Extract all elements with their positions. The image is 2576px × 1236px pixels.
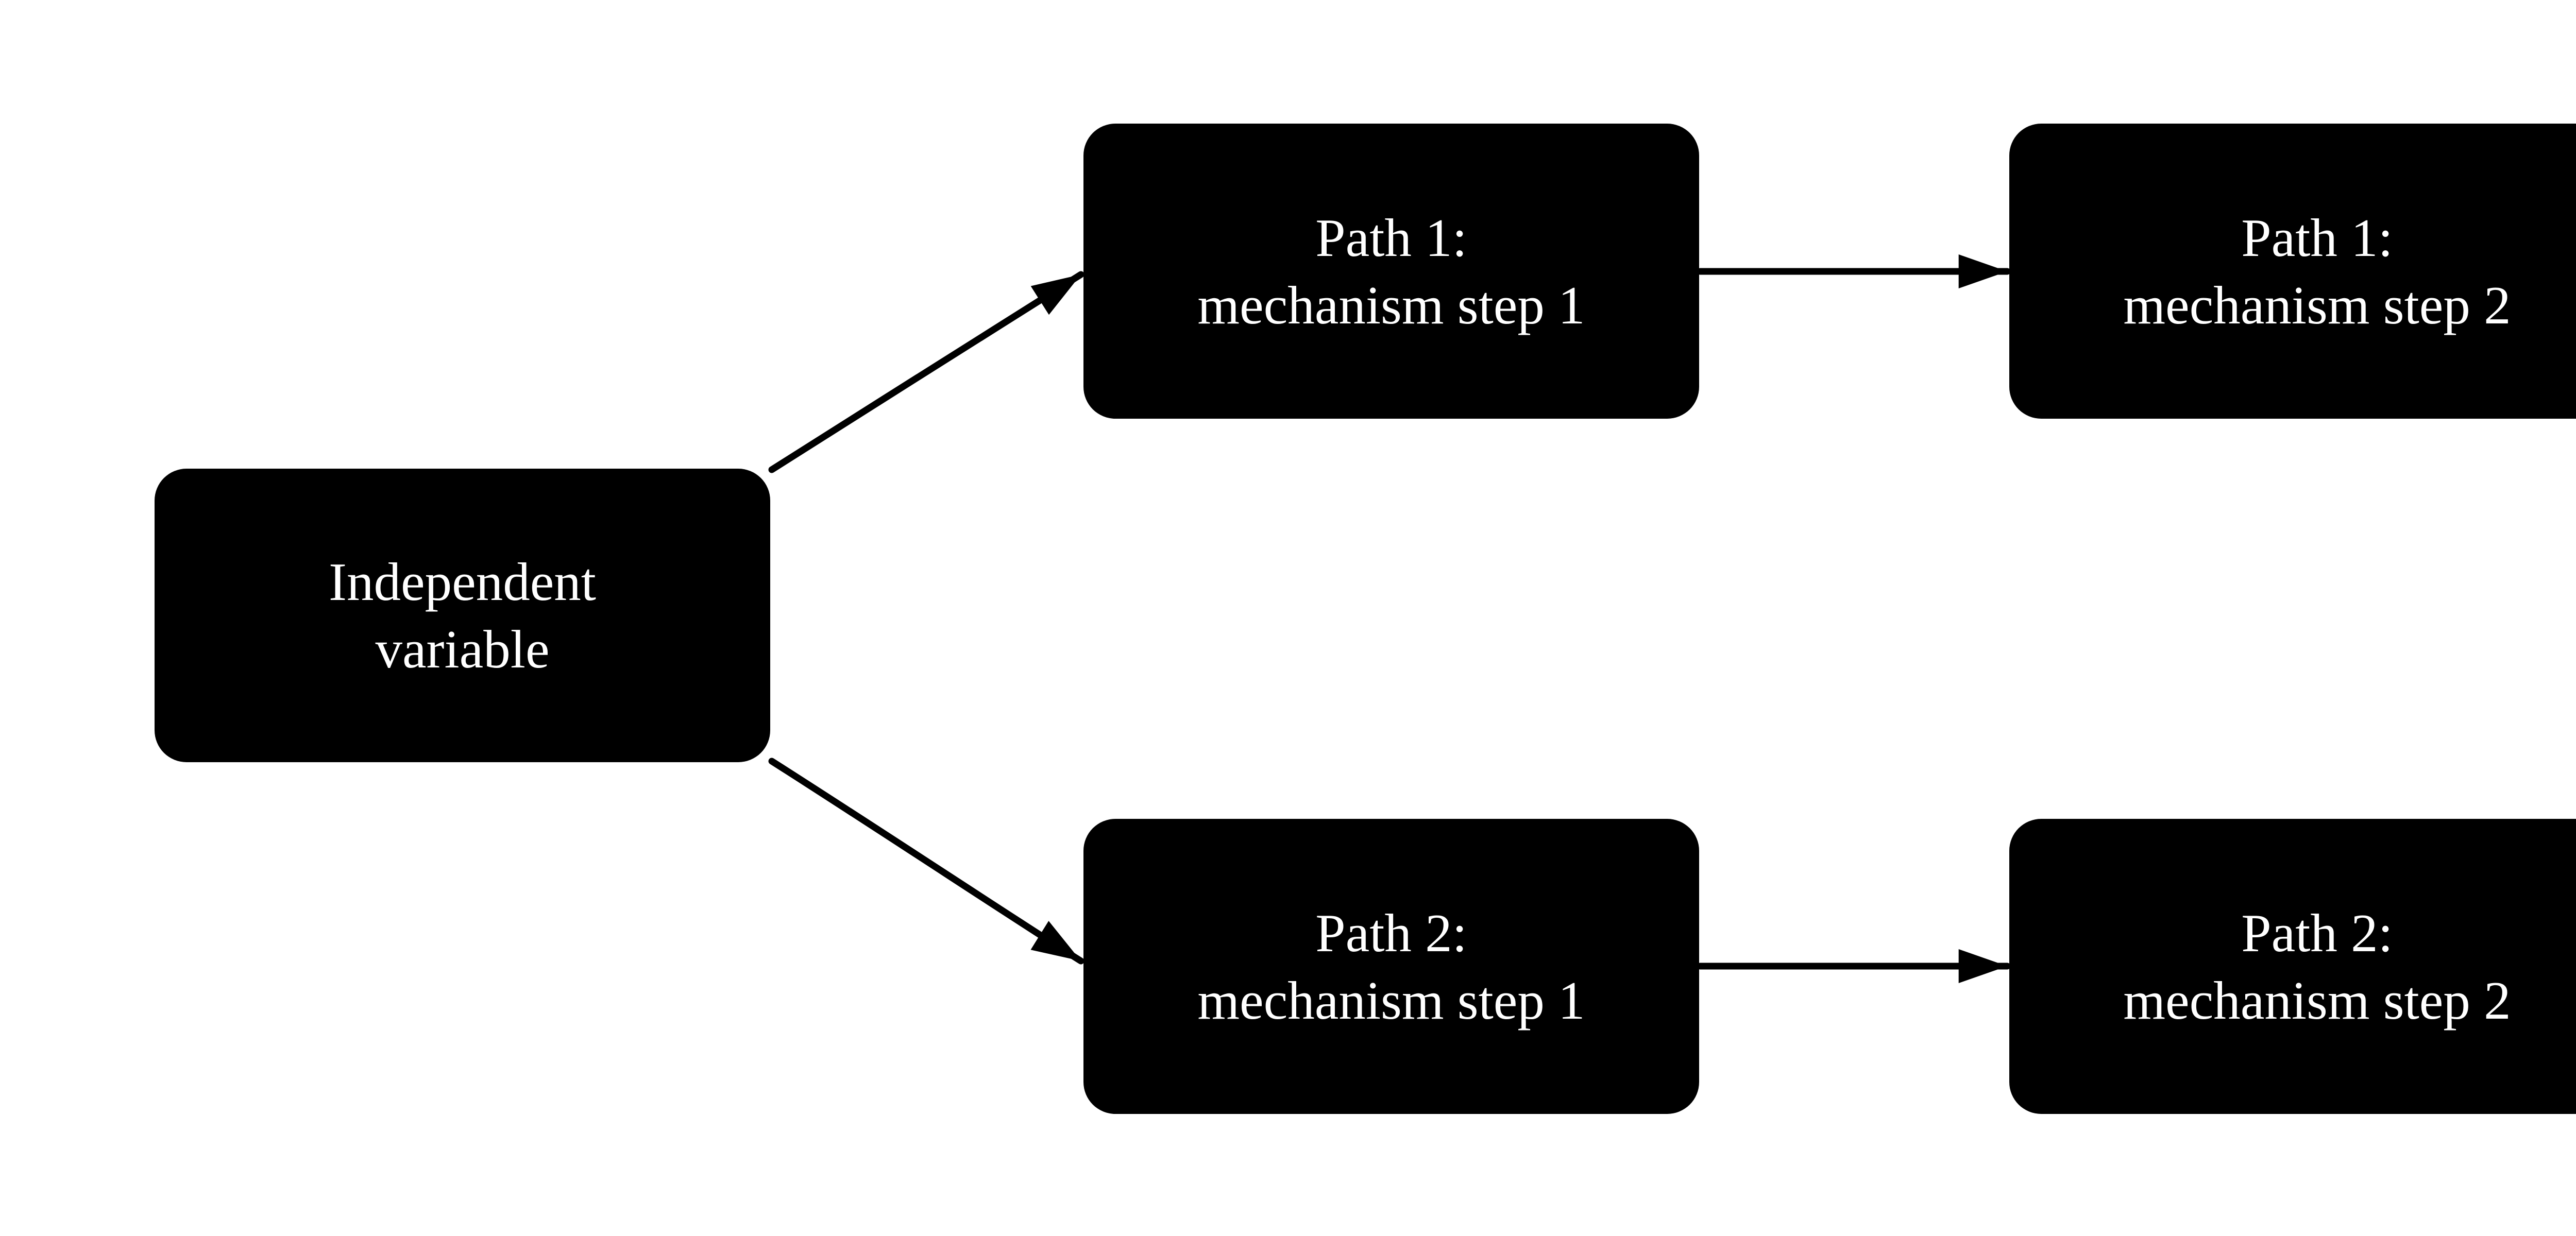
node-path2-step1: Path 2: mechanism step 1 <box>1083 819 1699 1114</box>
edge-independent-to-path2-step1 <box>768 758 1084 965</box>
edge-independent-to-path1-step1 <box>768 271 1084 473</box>
node-path1-step1: Path 1: mechanism step 1 <box>1083 124 1699 419</box>
node-label-line: Path 1: <box>1315 207 1467 268</box>
node-path1-step2: Path 1: mechanism step 2 <box>2009 124 2576 419</box>
node-label-line: mechanism step 2 <box>2123 970 2511 1031</box>
node-label-line: Independent <box>329 552 596 612</box>
node-independent-variable: Independent variable <box>155 469 770 762</box>
node-label-line: Path 1: <box>2241 207 2393 268</box>
node-path2-step2: Path 2: mechanism step 2 <box>2009 819 2576 1114</box>
node-label-line: variable <box>375 619 550 679</box>
node-label-line: Path 2: <box>1315 902 1467 963</box>
node-label-line: Path 2: <box>2241 902 2393 963</box>
node-label-line: mechanism step 1 <box>1197 274 1585 335</box>
node-label-line: mechanism step 1 <box>1197 970 1585 1031</box>
node-label-line: mechanism step 2 <box>2123 274 2511 335</box>
